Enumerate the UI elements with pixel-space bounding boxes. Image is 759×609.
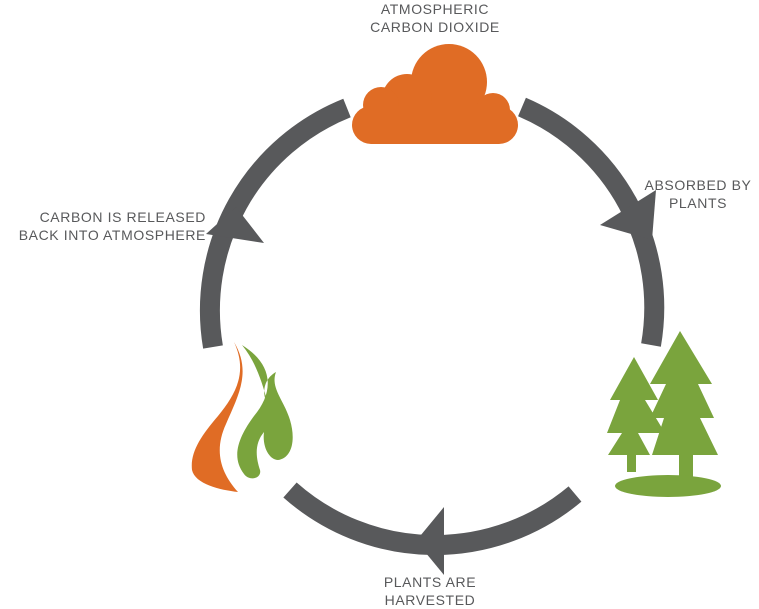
label-plants-are-harvested: PLANTS ARE HARVESTED [383,574,477,608]
label-atmospheric-carbon-dioxide: ATMOSPHERIC CARBON DIOXIDE [370,1,500,35]
flame-icon [191,342,293,492]
cloud-icon [352,44,518,144]
arrowhead-left [206,207,264,243]
arrowhead-right [600,190,656,240]
arc-top-left [199,98,351,349]
trees-icon [607,331,721,497]
arc-top-right [518,97,665,347]
arrowhead-bottom [416,507,444,575]
label-absorbed-by-plants: ABSORBED BY PLANTS [644,177,752,211]
label-carbon-released: CARBON IS RELEASED BACK INTO ATMOSPHERE [18,209,206,243]
